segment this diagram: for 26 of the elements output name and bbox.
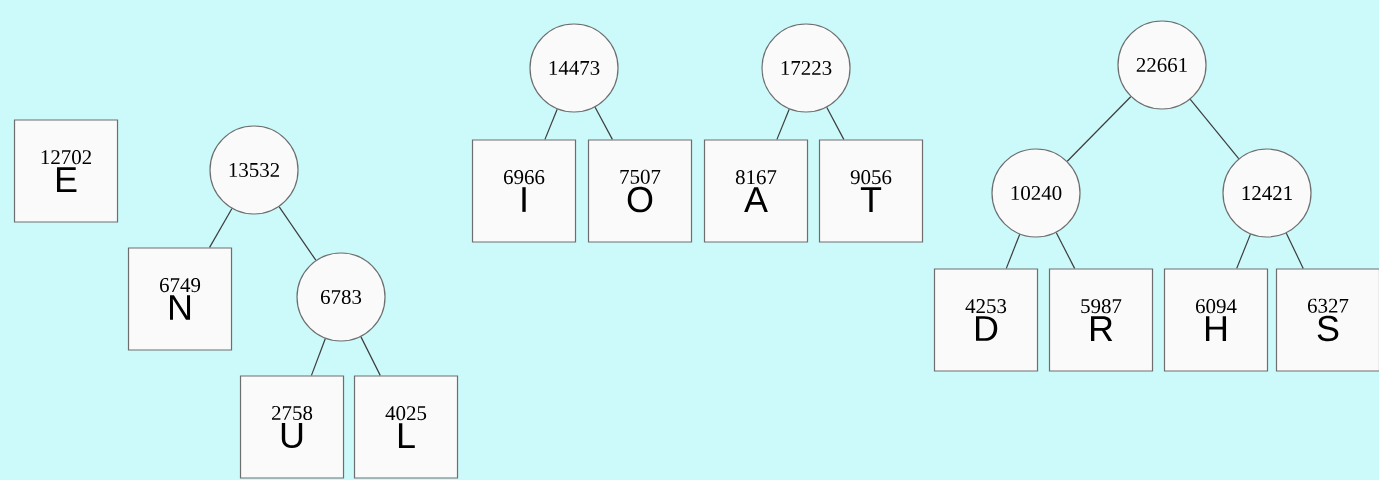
leaf-box: 5987 R — [1048, 268, 1154, 372]
tree-line — [826, 106, 845, 140]
tree-line — [1285, 232, 1304, 269]
tree-line — [1055, 232, 1076, 269]
tree-line — [544, 108, 558, 140]
tree-line — [209, 208, 233, 248]
leaf-box: 2758 U — [239, 375, 345, 479]
tree-line — [776, 108, 790, 140]
tree-line — [1189, 98, 1240, 160]
tree-line — [360, 336, 381, 376]
tree-line — [1066, 96, 1132, 162]
leaf-box: 7507 O — [587, 139, 693, 243]
leaf-box: 4253 D — [933, 268, 1039, 372]
tree-line — [310, 338, 326, 376]
tree-line — [1236, 233, 1251, 269]
leaf-box: 6966 I — [471, 139, 577, 243]
leaf-box: 8167 A — [703, 139, 809, 243]
leaf-box: 6327 S — [1275, 268, 1379, 372]
leaf-box: 6749 N — [127, 247, 233, 351]
tree-line — [594, 106, 613, 140]
leaf-box: 4025 L — [353, 375, 459, 479]
leaf-box: 12702 E — [13, 119, 119, 223]
leaf-box: 6094 H — [1163, 268, 1269, 372]
tree-line — [1005, 233, 1021, 269]
tree-line — [278, 206, 317, 261]
leaf-box: 9056 T — [818, 139, 924, 243]
